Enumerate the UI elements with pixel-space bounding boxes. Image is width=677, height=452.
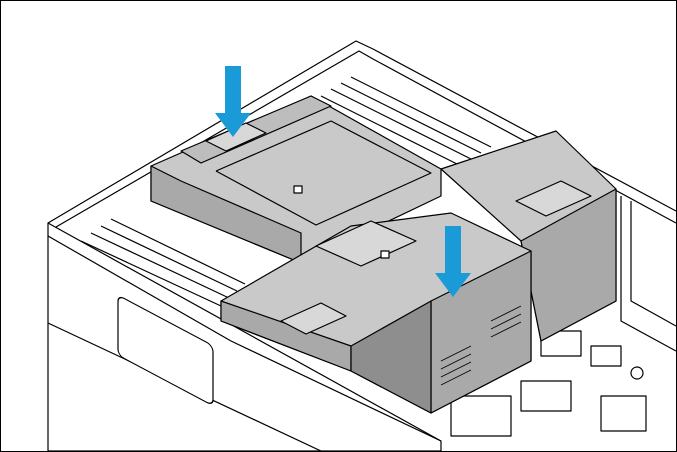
rear-baffle-arrow — [215, 66, 251, 137]
system-board-components — [450, 330, 647, 437]
chassis — [47, 40, 676, 451]
baffle-label-icon — [293, 185, 303, 194]
rear-air-baffle — [150, 95, 442, 264]
memory-modules-left — [80, 218, 246, 307]
front-baffle-arrow — [435, 226, 471, 297]
arrow-down-icon — [435, 226, 471, 297]
chassis-right-rail — [620, 196, 676, 352]
baffle-label-icon — [380, 250, 390, 259]
chassis-handle — [117, 296, 214, 405]
right-air-baffle — [440, 130, 617, 342]
heatsink-fins — [440, 305, 522, 386]
chassis-top-left-rim — [47, 40, 676, 224]
arrow-down-icon — [215, 66, 251, 137]
memory-modules-rear — [320, 76, 492, 167]
